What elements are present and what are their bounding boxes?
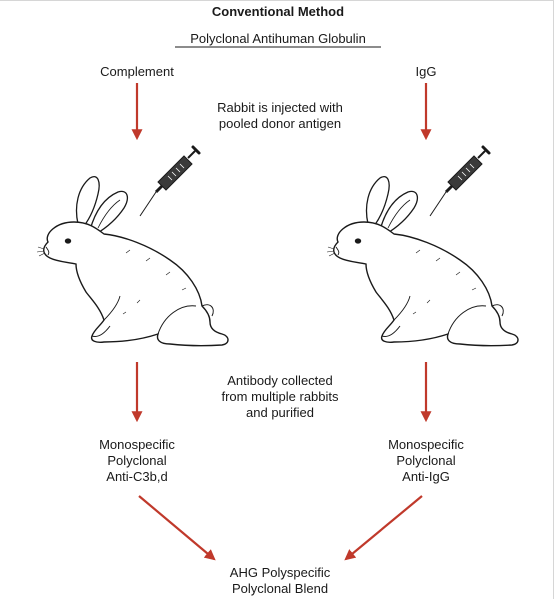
arrow-right-product-to-blend bbox=[344, 495, 423, 561]
result-blend-text: AHG Polyspecific Polyclonal Blend bbox=[229, 565, 331, 596]
injection-step-text: Rabbit is injected with pooled donor ant… bbox=[217, 100, 343, 131]
input-label-igg: IgG bbox=[415, 64, 437, 79]
product-left-text: Monospecific Polyclonal Anti-C3b,d bbox=[99, 437, 175, 484]
rabbit-right-icon bbox=[326, 175, 519, 347]
syringe-left-icon bbox=[138, 145, 201, 218]
input-label-complement: Complement bbox=[100, 64, 174, 79]
product-right-text: Monospecific Polyclonal Anti-IgG bbox=[388, 437, 464, 484]
arrow-left-product-to-blend bbox=[138, 495, 216, 561]
collection-step-text: Antibody collected from multiple rabbits… bbox=[221, 373, 339, 420]
rabbit-left-icon bbox=[36, 175, 229, 347]
diagram-title: Conventional Method bbox=[211, 4, 345, 19]
syringe-right-icon bbox=[428, 145, 491, 218]
diagram-subtitle: Polyclonal Antihuman Globulin bbox=[190, 31, 366, 46]
